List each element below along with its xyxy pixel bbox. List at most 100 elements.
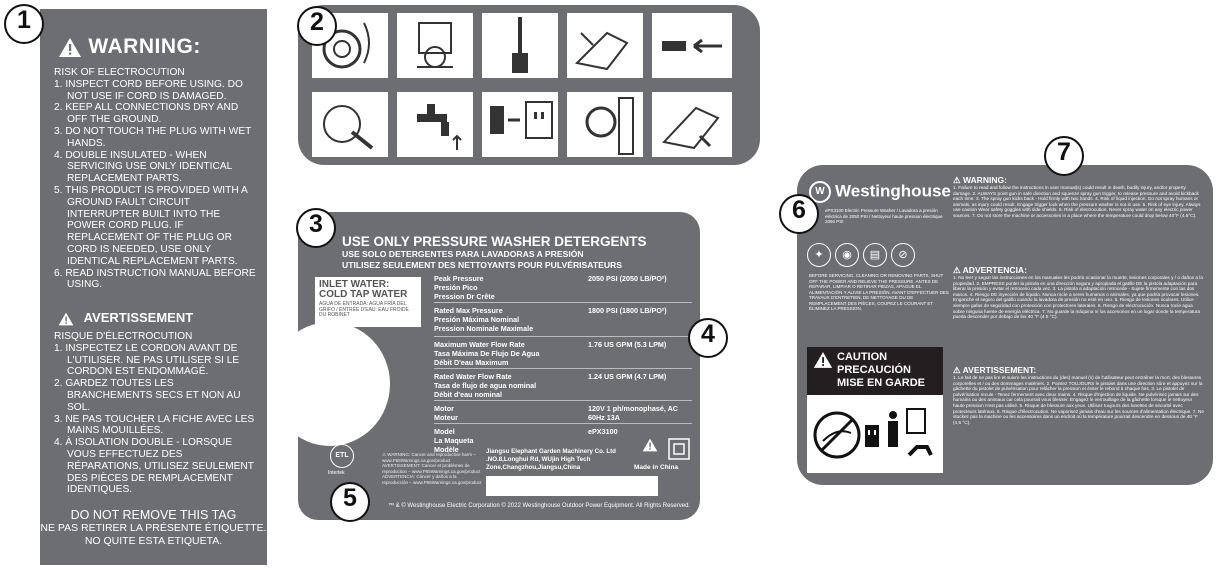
caution-fr: MISE EN GARDE	[837, 377, 926, 389]
label-cutout	[270, 322, 390, 446]
fine-print-warning: ⚠ WARNING: Cancer and reproductive harm …	[382, 452, 482, 485]
pictogram-water-tap	[397, 92, 473, 157]
caution-es: PRECAUCIÓN	[837, 364, 911, 376]
footer-es: NO QUITE ESTA ETIQUETA.	[84, 535, 223, 547]
spec-label: Rated Water Flow Rate Tasa de flujo de a…	[434, 372, 537, 399]
pictogram-connect-nozzle	[652, 13, 732, 78]
warning-item: 3. NE PAS TOUCHER LA FICHE AVEC LES MAIN…	[54, 413, 255, 437]
callout-4: 4	[688, 318, 728, 358]
advertencia-body: 1. No leer y seguir las instrucciones en…	[953, 275, 1203, 320]
copyright-line: ™ & © Westinghouse Electric Corporation …	[388, 503, 691, 509]
pictogram-power-switch	[567, 92, 643, 157]
spec-divider	[434, 368, 692, 369]
spec-label: Motor Moteur	[434, 404, 458, 422]
pictogram-hose-coupling	[312, 92, 388, 157]
spec-divider	[434, 336, 692, 337]
risk-heading: RISQUE D'ÉLECTROCUTION	[54, 331, 193, 342]
risk-heading: RISK OF ELECTROCUTION	[54, 67, 185, 78]
caution-header: CAUTION PRECAUCIÓN MISE EN GARDE	[807, 347, 943, 395]
warning-triangle-icon	[58, 312, 74, 325]
servicing-notice: BEFORE SERVICING, CLEANING OR REMOVING P…	[809, 273, 949, 311]
model-description: ePX3100 Electric Pressure Washer / Lavad…	[825, 208, 943, 224]
spec-divider	[434, 423, 692, 424]
spec-label: Rated Max Pressure Presión Máxima Nomina…	[434, 306, 534, 333]
etl-mark-icon: ETL	[330, 444, 354, 468]
spec-value: 1.76 US GPM (5.3 LPM)	[588, 340, 667, 349]
cold-tap-water-label: COLD TAP WATER	[319, 289, 408, 300]
warning-item: 4. À ISOLATION DOUBLE - LORSQUE VOUS EFF…	[54, 437, 254, 496]
warning-body: 1. Failure to read and follow the instru…	[953, 185, 1201, 218]
warning-item: 2. KEEP ALL CONNECTIONS DRY AND OFF THE …	[54, 102, 239, 126]
warning-title-text: WARNING:	[88, 35, 201, 58]
detergent-title-es: USE SOLO DETERGENTES PARA LAVADORAS A PR…	[342, 249, 584, 259]
advertencia-heading: ⚠ ADVERTENCIA:	[953, 265, 1027, 275]
spec-divider	[434, 302, 692, 303]
spec-value: 1800 PSI (1800 LB/PO²)	[588, 306, 667, 315]
avertissement-section: ⚠ AVERTISSEMENT: 1. Le fait de ne pas li…	[953, 365, 1205, 425]
manual-icon: ▤	[863, 243, 887, 267]
spec-value: 120V 1 ph/monophasé, AC 60Hz 13A	[588, 404, 678, 422]
detergent-title-fr: UTILISEZ SEULEMENT DES NETTOYANTS POUR P…	[342, 260, 622, 270]
caution-box: CAUTION PRECAUCIÓN MISE EN GARDE	[807, 347, 943, 473]
inlet-water-label: INLET WATER:	[319, 279, 390, 290]
square-symbol-icon	[668, 438, 690, 460]
pictogram-trigger-spray	[652, 92, 732, 157]
manufacturer-address: Jiangsu Elephant Garden Machinery Co. Lt…	[486, 448, 616, 471]
warning-heading: ⚠ WARNING:	[953, 175, 1007, 185]
inlet-water-box: INLET WATER: COLD TAP WATER AGUA DE ENTR…	[314, 276, 422, 328]
caution-en: CAUTION	[837, 351, 888, 363]
avertissement-heading: ⚠ AVERTISSEMENT:	[953, 365, 1037, 375]
spec-value: 1.24 US GPM (4.7 LPM)	[588, 372, 667, 381]
warning-section: ⚠ WARNING: 1. Failure to read and follow…	[953, 175, 1205, 219]
warning-item: 6. READ INSTRUCTION MANUAL BEFORE USING.	[54, 267, 256, 291]
warning-triangle-icon	[642, 438, 658, 452]
warning-item: 2. GARDEZ TOUTES LES BRANCHEMENTS SECS E…	[54, 378, 241, 413]
callout-2: 2	[297, 6, 337, 46]
spray-hazard-icon: ✦	[807, 243, 831, 267]
footer-fr: NE PAS RETIRER LA PRÉSENTE ÉTIQUETTE.	[40, 522, 267, 534]
spec-value: ePX3100	[588, 427, 618, 436]
westinghouse-w-icon: W	[809, 181, 831, 203]
callout-7: 7	[1044, 136, 1084, 176]
warning-item: 4. DOUBLE INSULATED - WHEN SERVICING USE…	[54, 149, 232, 185]
callout-1: 1	[4, 4, 44, 44]
electrocution-hazard-pictogram	[813, 408, 933, 459]
serial-number-box	[486, 476, 658, 496]
spec-value: 2050 PSI (2050 LB/PO²)	[588, 274, 667, 283]
advertencia-section: ⚠ ADVERTENCIA: 1. No leer y seguir las i…	[953, 265, 1205, 320]
warning-triangle-icon	[813, 352, 833, 368]
avertissement-body: 1. Le fait de ne pas lire et suivre les …	[953, 375, 1204, 425]
detergent-title: USE ONLY PRESSURE WASHER DETERGENTS	[342, 234, 647, 249]
pictogram-attach-hose	[397, 13, 473, 78]
instruction-pictograms-panel	[298, 5, 760, 165]
callout-6: 6	[779, 194, 819, 234]
footer-en: DO NOT REMOVE THIS TAG	[70, 508, 237, 522]
inlet-water-translation: AGUA DE ENTRADA: AGUA FRÍA DEL GRIFO / E…	[319, 301, 409, 318]
spec-label: Maximum Water Flow Rate Tasa Máxima De F…	[434, 340, 540, 367]
spec-divider	[434, 400, 692, 401]
warning-title: WARNING:	[58, 35, 201, 59]
made-in-label: Made in China	[634, 464, 679, 471]
spec-label: Model La Maqueta Modèle	[434, 427, 474, 454]
do-not-remove-footer: DO NOT REMOVE THIS TAG NE PAS RETIRER LA…	[40, 509, 267, 548]
spec-label: Peak Pressure Presión Pico Pression Dr C…	[434, 274, 495, 301]
rating-label-panel: USE ONLY PRESSURE WASHER DETERGENTS USE …	[270, 212, 700, 520]
warning-item: 1. INSPECT CORD BEFORE USING. DO NOT USE…	[54, 78, 243, 102]
callout-3: 3	[296, 208, 336, 248]
avertissement-text: AVERTISSEMENT	[83, 310, 194, 325]
intertek-label: Intertek	[328, 470, 345, 476]
goggles-icon: ◉	[835, 243, 859, 267]
pictogram-wand	[482, 13, 558, 78]
safety-icon-row: ✦◉▤⊘	[807, 243, 919, 267]
no-spray-icon: ⊘	[891, 243, 915, 267]
warning-item: 5. THIS PRODUCT IS PROVIDED WITH A GROUN…	[54, 184, 248, 267]
warning-item: 3. DO NOT TOUCH THE PLUG WITH WET HANDS.	[54, 125, 252, 149]
callout-5: 5	[330, 482, 370, 522]
pictogram-plug-outlet	[482, 92, 558, 157]
avertissement-title: AVERTISSEMENT	[58, 310, 193, 326]
brand-name: Westinghouse	[835, 181, 951, 201]
